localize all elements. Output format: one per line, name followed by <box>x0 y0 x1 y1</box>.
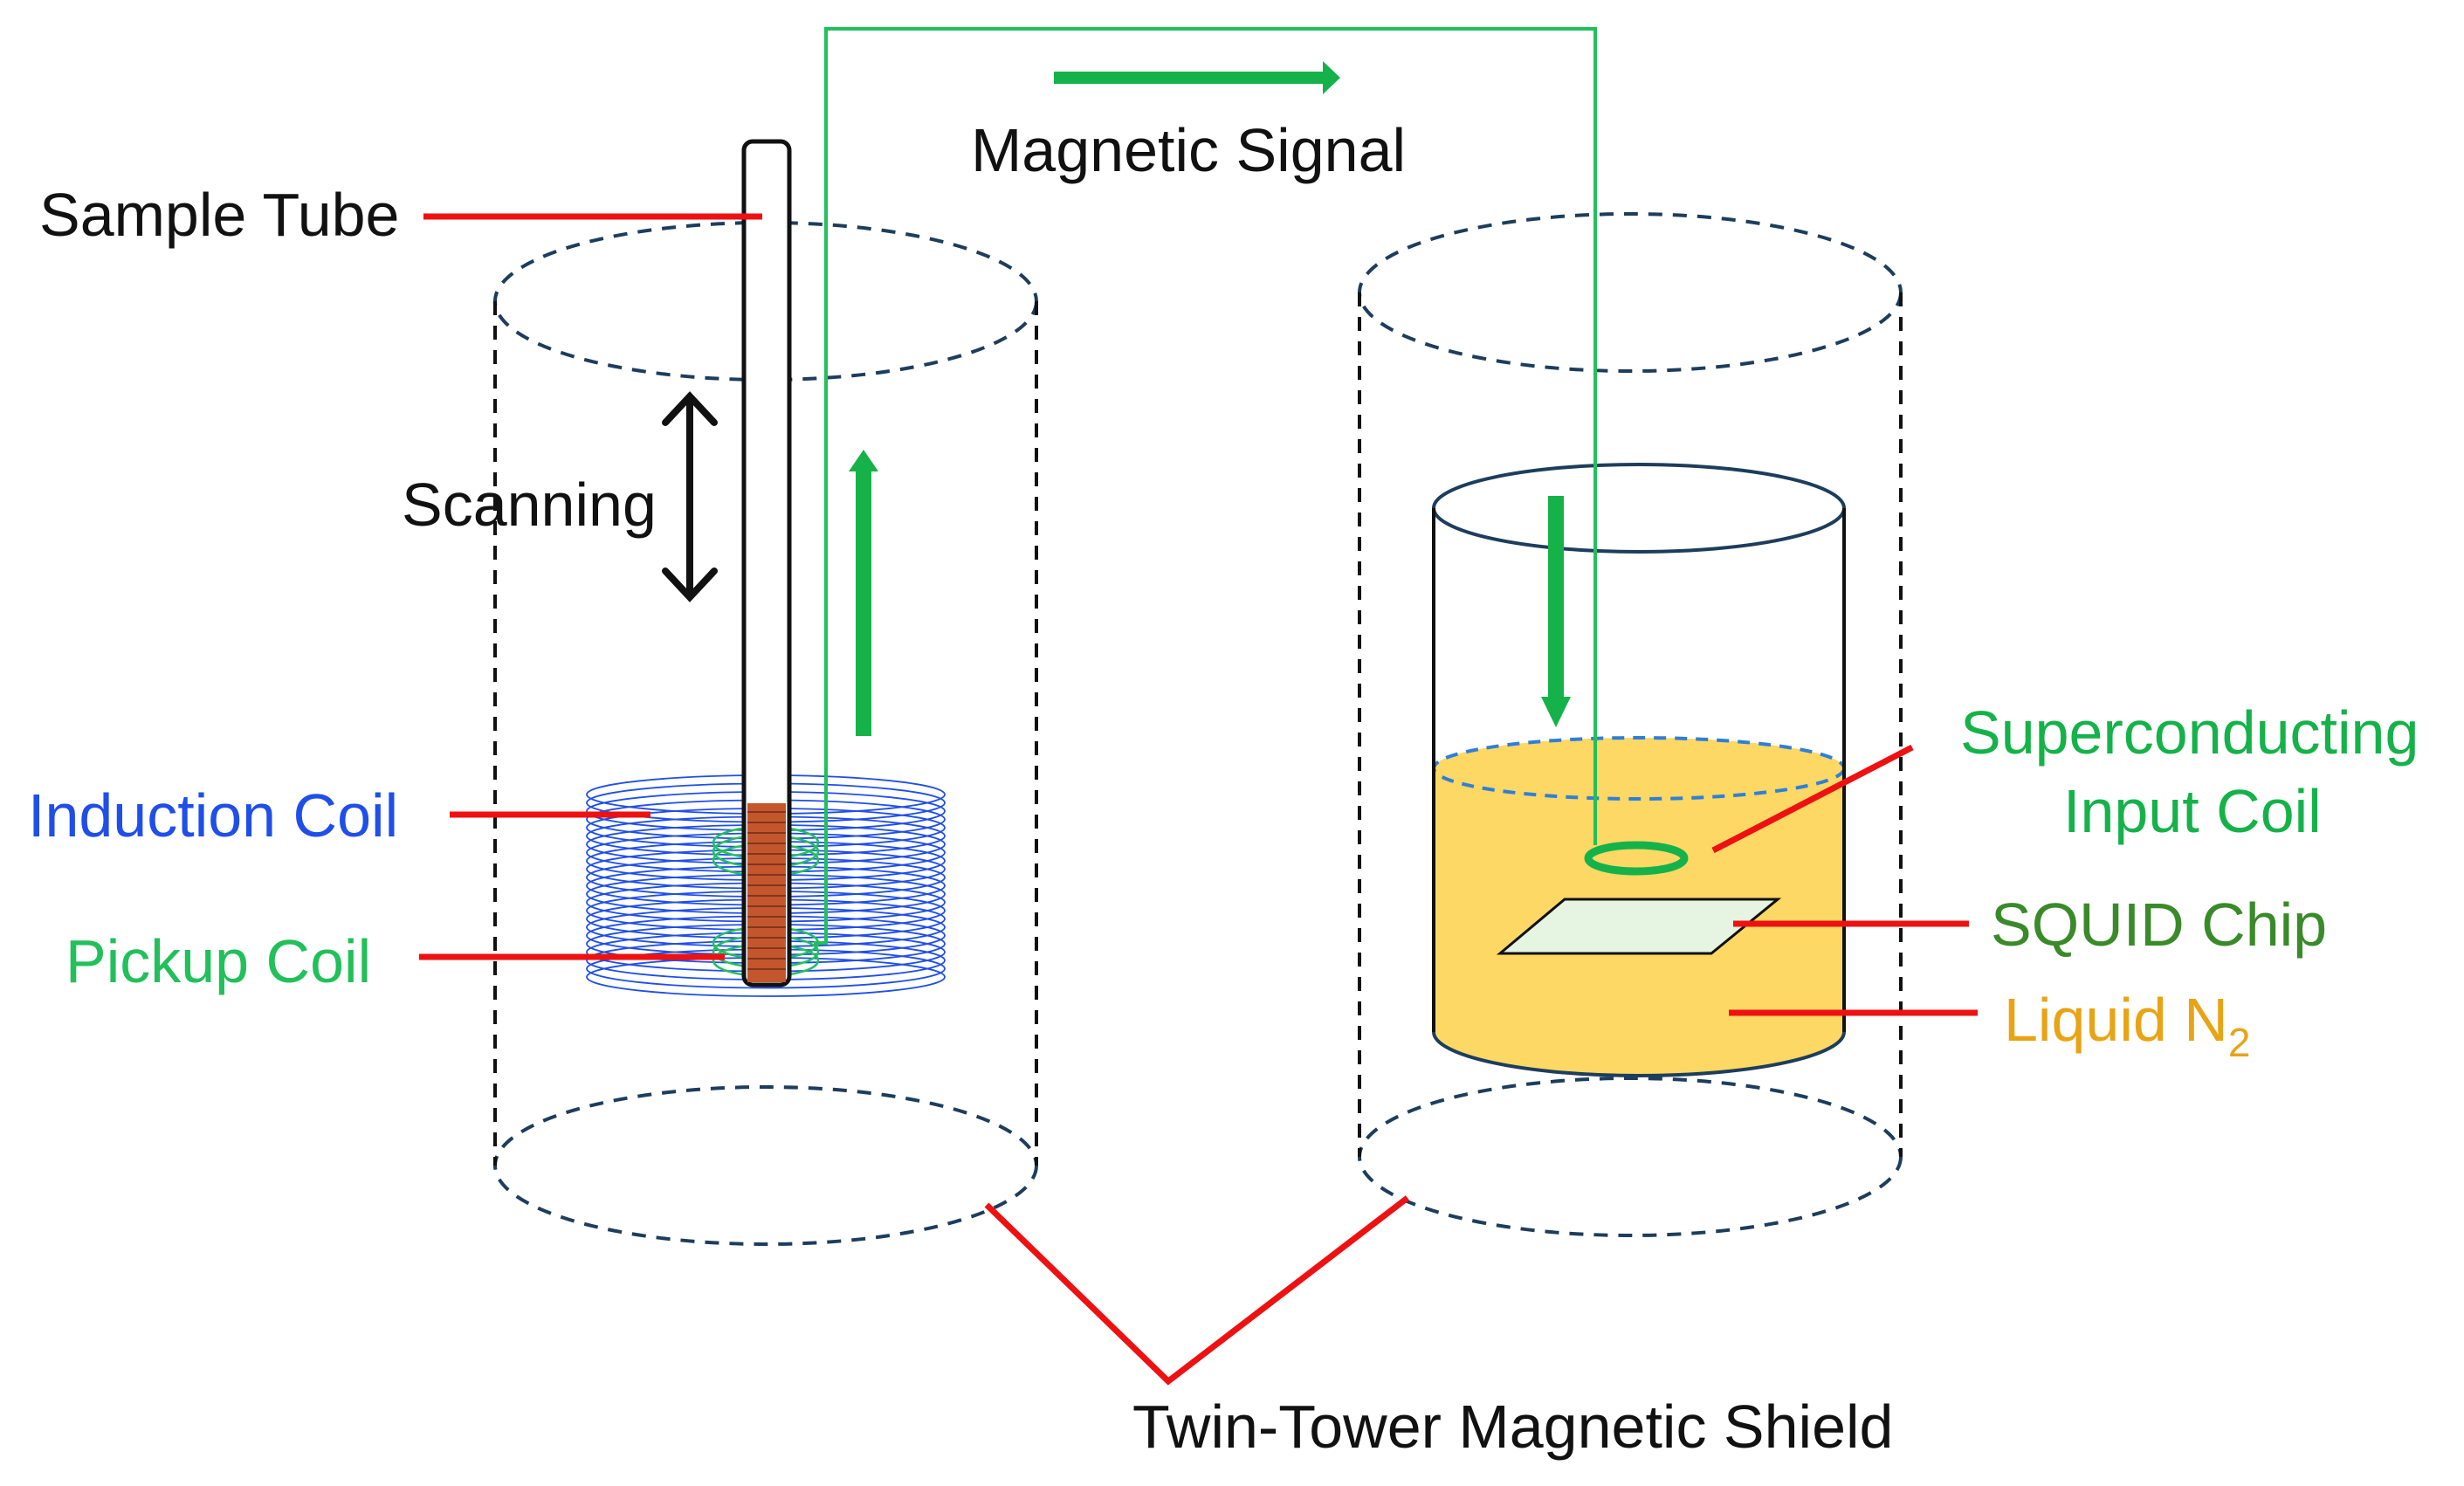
dewar-bottom-rim <box>1432 1031 1846 1077</box>
signal-arrows <box>849 61 1571 736</box>
label-induction-coil: Induction Coil <box>28 781 398 850</box>
label-input-coil: Input Coil <box>2063 777 2322 845</box>
right-shield-tower <box>1358 212 1903 1237</box>
label-superconducting: Superconducting <box>1960 698 2419 767</box>
sample-tube-body <box>741 139 792 987</box>
signal-wire <box>814 27 1597 945</box>
signal-arrow-top-head <box>1323 61 1340 94</box>
signal-arrow-up-shaft <box>856 471 871 736</box>
label-liquid-n2: Liquid N2 <box>2004 986 2250 1065</box>
right-shield-top-ellipse <box>1358 212 1903 373</box>
label-scanning: Scanning <box>402 471 657 539</box>
left-shield-bottom-ellipse <box>493 1085 1038 1246</box>
label-squid-chip: SQUID Chip <box>1991 891 2327 959</box>
signal-arrow-down-shaft <box>1548 496 1564 697</box>
leader-shield <box>984 1195 1410 1386</box>
leader-superconducting <box>1711 744 1914 854</box>
signal-arrow-top-shaft <box>1054 72 1329 84</box>
signal-arrow-down-head <box>1541 697 1571 727</box>
signal-arrow-up-head <box>849 450 878 471</box>
label-liquid-n2-main: Liquid N <box>2004 986 2228 1054</box>
sample-tube <box>741 139 792 987</box>
sample-core <box>747 803 786 982</box>
liquid-n2-surface <box>1432 736 1846 801</box>
superconducting-input-coil-ring <box>1584 841 1689 876</box>
label-sample-tube: Sample Tube <box>39 181 399 249</box>
label-magnetic-signal: Magnetic Signal <box>971 116 1406 184</box>
dewar-top-rim <box>1432 463 1846 554</box>
right-shield-bottom-ellipse <box>1358 1077 1903 1237</box>
label-shield: Twin-Tower Magnetic Shield <box>1132 1393 1893 1461</box>
scanning-double-arrow <box>662 391 718 602</box>
sample-core-hatch <box>747 811 786 970</box>
squid-chip-shape <box>1496 898 1782 955</box>
label-pickup-coil: Pickup Coil <box>65 927 371 995</box>
leader-lines <box>419 213 1978 1386</box>
liquid-n2-dewar <box>1432 463 1846 1077</box>
label-liquid-n2-sub: 2 <box>2228 1020 2251 1065</box>
